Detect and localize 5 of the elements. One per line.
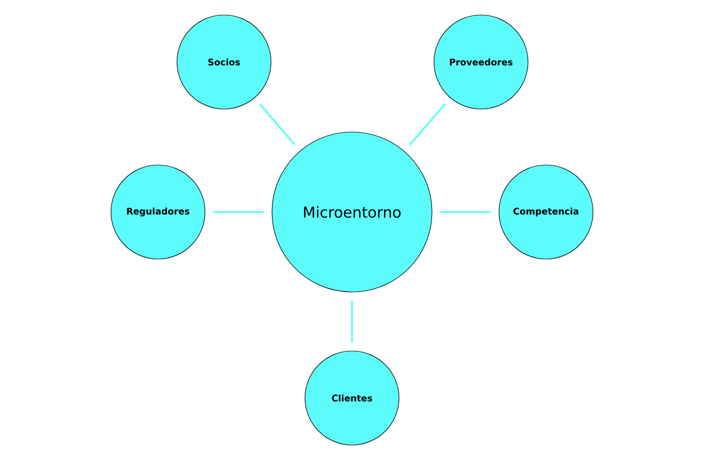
connector-line: [259, 103, 296, 146]
connector-line: [351, 300, 353, 343]
connector-line: [213, 211, 264, 213]
connector-line: [408, 103, 446, 146]
connector-line: [440, 211, 491, 213]
